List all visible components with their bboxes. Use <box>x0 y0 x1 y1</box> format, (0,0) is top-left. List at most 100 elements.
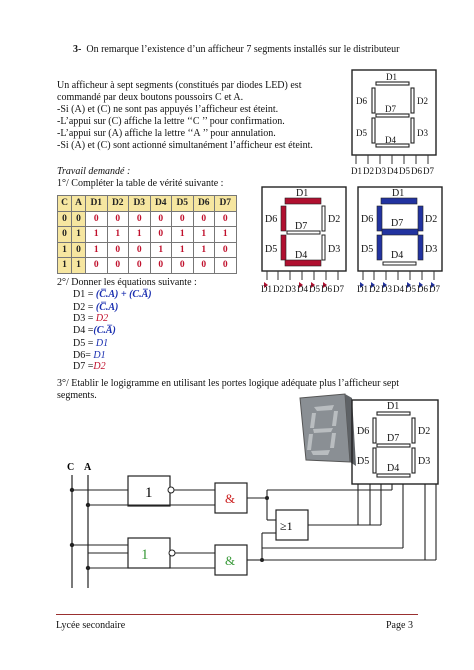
pin-label: D5 <box>399 166 410 176</box>
seg-label-d5: D5 <box>356 128 367 138</box>
equation-d1: D1 = (C̅.A) + (C.A̅) <box>73 289 152 300</box>
equation-rhs: (C.A̅) <box>93 325 116 336</box>
cell-input: 1 <box>57 241 72 258</box>
seg-label-d1: D1 <box>387 401 399 412</box>
pin-label: D6 <box>411 166 422 176</box>
task1-text: 1°/ Compléter la table de vérité suivant… <box>57 178 224 189</box>
or-gate-label: ≥1 <box>280 519 293 533</box>
seven-segment-display-top: D1 D2 D3 D4 D5 D6 D7 D1 D2 D3 D4 D5 D6 D… <box>351 69 437 176</box>
display-photo <box>299 393 356 466</box>
pin-label: D2 <box>369 284 380 294</box>
equation-d6: D6= D1 <box>73 350 106 361</box>
pin-label: D2 <box>363 166 374 176</box>
pin-label: D4 <box>393 284 404 294</box>
pin-label: D1 <box>357 284 368 294</box>
seg-label-d6: D6 <box>265 214 277 225</box>
col-header: D5 <box>171 195 194 212</box>
equation-d7: D7 =D2 <box>73 361 106 372</box>
pin-label: D6 <box>417 284 428 294</box>
cell-input: 1 <box>57 257 72 274</box>
pin-label: D5 <box>309 284 320 294</box>
seg-label-d6: D6 <box>357 426 369 437</box>
equation-d2: D2 = (C̅.A) <box>73 302 119 313</box>
pin-label: D7 <box>429 284 440 294</box>
seg-label-d1: D1 <box>386 72 397 82</box>
seg-label-d4: D4 <box>295 250 307 261</box>
seg-label-d2: D2 <box>425 214 437 225</box>
table-row: 0 1 1 1 1 0 1 1 1 <box>57 226 237 243</box>
seg-label-d6: D6 <box>361 214 373 225</box>
pin-label: D2 <box>273 284 284 294</box>
seg-label-d3: D3 <box>417 128 428 138</box>
equation-rhs: (C̅.A) + (C.A̅) <box>95 289 152 300</box>
pin-label: D3 <box>375 166 386 176</box>
table-row: 1 0 1 0 0 1 1 1 0 <box>57 241 237 258</box>
pin-label: D3 <box>285 284 296 294</box>
intro-line: -L’appui sur (A) affiche la lettre ‘‘A ’… <box>57 128 276 139</box>
seven-segment-display-a: D1 D2 D3 D4 D5 D6 D7 D1 D2 D3 D4 D5 D6 D… <box>357 186 443 294</box>
seg-label-d3: D3 <box>328 244 340 255</box>
cell-output: 0 <box>85 257 108 274</box>
seven-segment-display-bottom: D1 D2 D3 D4 D5 D6 D7 <box>351 399 439 485</box>
truth-table: C A D1 D2 D3 D4 D5 D6 D7 0 0 0 0 0 0 0 0… <box>57 195 237 274</box>
seg-label-d4: D4 <box>385 135 396 145</box>
seg-label-d3: D3 <box>418 456 430 467</box>
or-gate <box>275 509 309 541</box>
pin-label: D4 <box>297 284 308 294</box>
seg-label-d4: D4 <box>391 250 403 261</box>
and-gate-label: & <box>225 553 235 568</box>
not-gate-label: 1 <box>141 547 149 563</box>
cell-input: 1 <box>71 257 86 274</box>
input-label-a: A <box>84 462 92 473</box>
task2-text: 2°/ Donner les équations suivante : <box>57 277 197 288</box>
pin-label: D3 <box>381 284 392 294</box>
intro-line: -Si (A) et (C) sont actionné simultanéme… <box>57 140 313 151</box>
pin-label: D6 <box>321 284 332 294</box>
pin-label: D7 <box>333 284 344 294</box>
seg-label-d5: D5 <box>265 244 277 255</box>
pin-label: D4 <box>387 166 398 176</box>
equation-rhs: (C̅.A) <box>95 302 119 313</box>
pin-label: D1 <box>261 284 272 294</box>
seg-label-d2: D2 <box>328 214 340 225</box>
seg-label-d7: D7 <box>295 221 307 232</box>
cell-input: 0 <box>71 210 86 227</box>
col-header: D3 <box>128 195 151 212</box>
seg-label-d7: D7 <box>387 433 399 444</box>
seg-label-d4: D4 <box>387 463 399 474</box>
pin-label: D1 <box>351 166 362 176</box>
travail-label: Travail demandé : <box>57 166 131 177</box>
equation-rhs: D2 <box>95 313 109 324</box>
section-number: 3- <box>73 44 82 55</box>
equation-rhs: D2 <box>93 361 106 372</box>
section-title-text: On remarque l’existence d’un afficheur 7… <box>86 44 400 55</box>
footer-left: Lycée secondaire <box>56 620 126 631</box>
cell-output: 1 <box>85 226 108 243</box>
not-gate-bottom <box>127 537 171 569</box>
input-label-c: C <box>67 462 74 473</box>
seg-label-d5: D5 <box>357 456 369 467</box>
intro-paragraph: Un afficheur à sept segments (constitués… <box>57 80 347 152</box>
logic-diagram: C A 1 & 1 <box>67 462 437 588</box>
seven-segment-display-c: D1 D2 D3 D4 D5 D6 D7 D1 D2 D3 D4 D5 D6 D… <box>261 186 347 294</box>
seg-label-d2: D2 <box>418 426 430 437</box>
seg-label-d3: D3 <box>425 244 437 255</box>
col-header: A <box>71 195 86 212</box>
pin-label: D5 <box>405 284 416 294</box>
footer-divider <box>56 614 418 615</box>
seg-label-d6: D6 <box>356 96 367 106</box>
truth-table-header: C A D1 D2 D3 D4 D5 D6 D7 <box>57 195 237 212</box>
seg-label-d7: D7 <box>391 218 403 229</box>
pin-label: D7 <box>423 166 434 176</box>
footer-page: Page 3 <box>386 620 413 631</box>
table-row: 1 1 0 0 0 0 0 0 0 <box>57 257 237 274</box>
task3-text: 3°/ Etablir le logigramme en utilisant l… <box>57 378 400 401</box>
section-title: 3- On remarque l’existence d’un afficheu… <box>73 44 399 56</box>
seg-label-d1: D1 <box>296 188 308 199</box>
not-gate-label: 1 <box>145 485 153 501</box>
cell-output: 0 <box>214 257 237 274</box>
intro-line: -L’appui sur (C) affiche la lettre ‘‘C ’… <box>57 116 285 127</box>
and-gate-label: & <box>225 491 235 506</box>
cell-input: 1 <box>71 226 86 243</box>
